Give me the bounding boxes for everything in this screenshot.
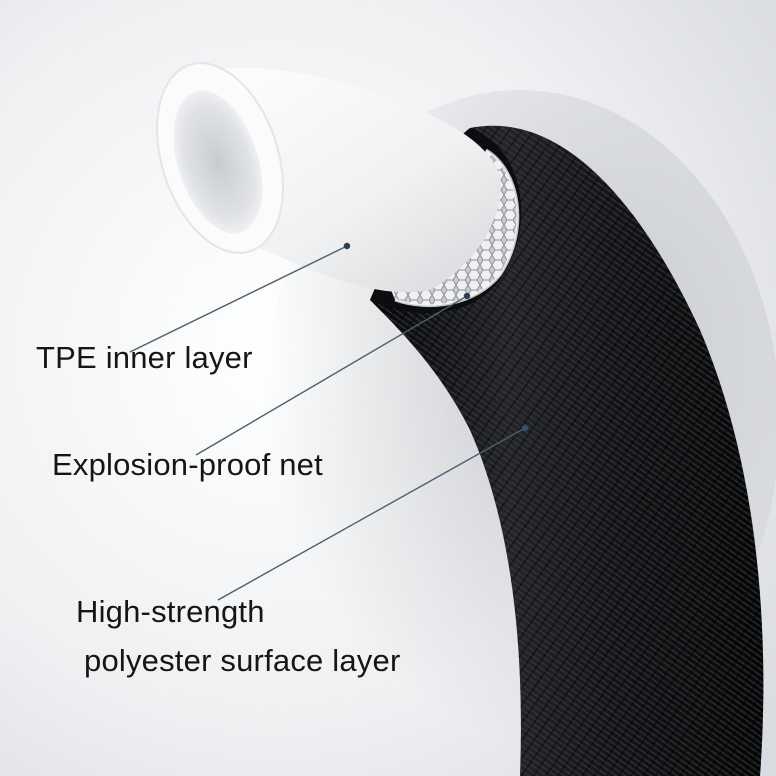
callout-dot-icon — [463, 292, 471, 300]
leader-line-net — [195, 295, 468, 456]
callout-dot-icon — [521, 424, 529, 432]
label-polyester-line2: polyester surface layer — [84, 643, 401, 678]
leader-line-polyester — [217, 427, 526, 601]
leader-line-tpe — [129, 245, 348, 353]
label-explosion-proof-net: Explosion-proof net — [52, 447, 323, 482]
tube-bore — [173, 90, 263, 234]
label-tpe-inner-layer: TPE inner layer — [36, 340, 253, 375]
mesh-edge-highlight — [394, 148, 520, 308]
label-polyester-line1: High-strength — [76, 594, 265, 629]
callout-dot-icon — [343, 242, 351, 250]
